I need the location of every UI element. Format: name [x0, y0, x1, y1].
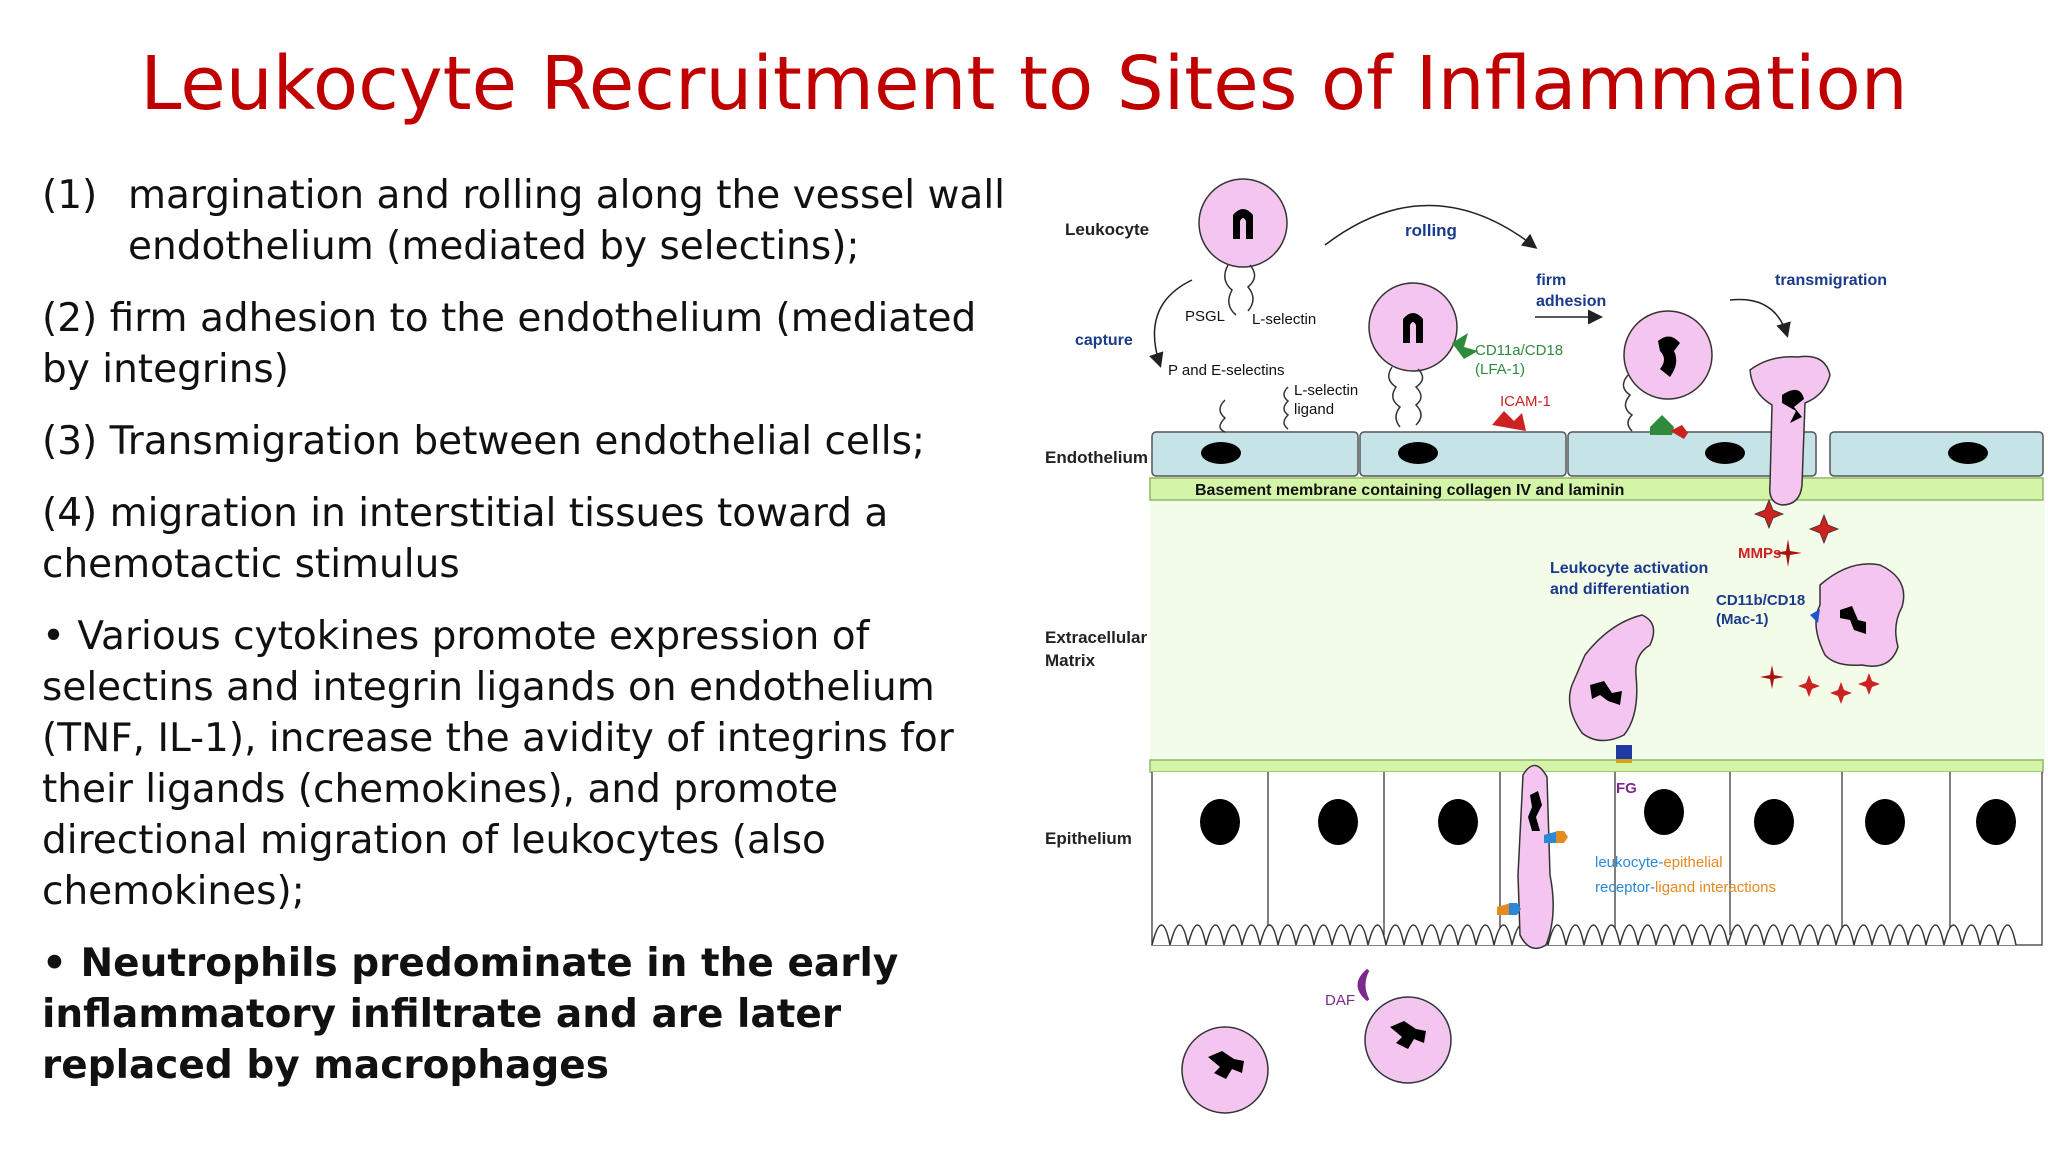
transmigration-label: transmigration [1775, 272, 1887, 289]
le-text-2b: ligand [1655, 879, 1695, 896]
point-2: (2) firm adhesion to the endothelium (me… [42, 296, 977, 392]
icam1-label: ICAM-1 [1500, 393, 1551, 410]
endothelial-nucleus [1201, 442, 1241, 464]
point-4: (4) migration in interstitial tissues to… [42, 491, 889, 587]
endothelial-cell [1151, 431, 1359, 477]
le-text-1b: epithelial [1663, 854, 1722, 871]
leukocyte-label: Leukocyte [1065, 220, 1149, 239]
neutrophils-bullet: • Neutrophils predominate in the early i… [42, 941, 899, 1088]
rolling-arrow [1324, 204, 1538, 249]
mmps-label: MMPs [1738, 545, 1781, 562]
endothelium-label: Endothelium [1045, 448, 1148, 467]
endothelial-cell [1829, 431, 2044, 477]
endothelial-nucleus [1948, 442, 1988, 464]
luminal-leukocyte [1364, 996, 1452, 1084]
rolling-leukocyte [1368, 282, 1526, 431]
le-text-2c: interactions [1695, 879, 1776, 896]
ecm-label-line2: Matrix [1045, 651, 1096, 670]
epithelial-nucleus [1865, 799, 1905, 845]
point-1-number: (1) [42, 173, 98, 218]
le-text-1a: leukocyte- [1595, 854, 1663, 871]
cytokines-bullet: • Various cytokines promote expression o… [42, 614, 954, 914]
free-leukocyte [1198, 178, 1288, 316]
fg-label: FG [1616, 780, 1637, 797]
l-selectin-label: L-selectin [1252, 311, 1316, 328]
capture-arrow [1149, 279, 1193, 368]
basement-membrane-label: Basement membrane containing collagen IV… [1195, 482, 1624, 499]
microvilli [1151, 924, 2017, 946]
endothelial-cell [1359, 431, 1567, 477]
pe-selectins-label: P and E-selectins [1168, 362, 1284, 379]
luminal-leukocyte [1181, 1026, 1269, 1114]
endothelial-nucleus [1705, 442, 1745, 464]
daf-mark [1357, 968, 1370, 1002]
point-3: (3) Transmigration between endothelial c… [42, 419, 926, 464]
epithelial-nucleus [1976, 799, 2016, 845]
epithelial-nucleus [1438, 799, 1478, 845]
epithelium-layer [1151, 772, 2043, 946]
firm-adhesion-leukocyte [1622, 310, 1713, 439]
epithelial-nucleus [1318, 799, 1358, 845]
mmps-marks [1753, 498, 1840, 567]
mac1-label: (Mac-1) [1716, 611, 1769, 628]
slide-title: Leukocyte Recruitment to Sites of Inflam… [140, 41, 1908, 127]
epithelium-label: Epithelium [1045, 829, 1132, 848]
leukocyte-epithelial-label: leukocyte-epithelial [1595, 854, 1723, 871]
activated-leukocyte [1810, 563, 1905, 667]
cd11b-label: CD11b/CD18 [1716, 592, 1805, 609]
diagram-svg: Basement membrane containing collagen IV… [1045, 178, 2045, 1114]
lfa1-label: (LFA-1) [1475, 361, 1525, 378]
epithelial-migrating-leukocyte [1497, 764, 1568, 950]
psgl-label: PSGL [1185, 308, 1225, 325]
point-1: (1) margination and rolling along the ve… [42, 170, 1017, 272]
body-text: (1) margination and rolling along the ve… [42, 170, 1017, 1112]
activation-label-2: and differentiation [1550, 581, 1690, 598]
le-text-2a: receptor- [1595, 879, 1655, 896]
epithelial-basement-membrane [1149, 759, 2044, 773]
endothelial-nucleus [1398, 442, 1438, 464]
leukocyte-recruitment-diagram: Basement membrane containing collagen IV… [1030, 155, 2048, 1135]
receptor-ligand-label: receptor-ligand interactions [1595, 879, 1776, 896]
cd11a-label: CD11a/CD18 [1475, 342, 1563, 359]
ecm-label-line1: Extracellular [1045, 628, 1147, 647]
epithelial-nucleus [1200, 799, 1240, 845]
firm-adhesion-label-2: adhesion [1536, 293, 1606, 310]
epithelial-nucleus [1644, 789, 1684, 835]
capture-label: capture [1075, 332, 1133, 349]
rolling-label: rolling [1405, 221, 1457, 240]
transmigration-arrow [1729, 298, 1791, 338]
activation-label-1: Leukocyte activation [1550, 560, 1708, 577]
ecm-mmps-marks [1760, 665, 1880, 704]
basement-membrane [1149, 477, 2044, 501]
fg-bound-leukocyte [1568, 614, 1655, 763]
l-selectin-ligand-label-1: L-selectin [1294, 382, 1358, 399]
daf-label: DAF [1325, 992, 1355, 1009]
endothelium-layer [1151, 431, 2044, 477]
firm-adhesion-label-1: firm [1536, 272, 1566, 289]
epithelial-nucleus [1754, 799, 1794, 845]
transmigrating-leukocyte [1749, 355, 1831, 506]
l-selectin-ligand-label-2: ligand [1294, 401, 1334, 418]
point-1-text: margination and rolling along the vessel… [128, 173, 1006, 269]
